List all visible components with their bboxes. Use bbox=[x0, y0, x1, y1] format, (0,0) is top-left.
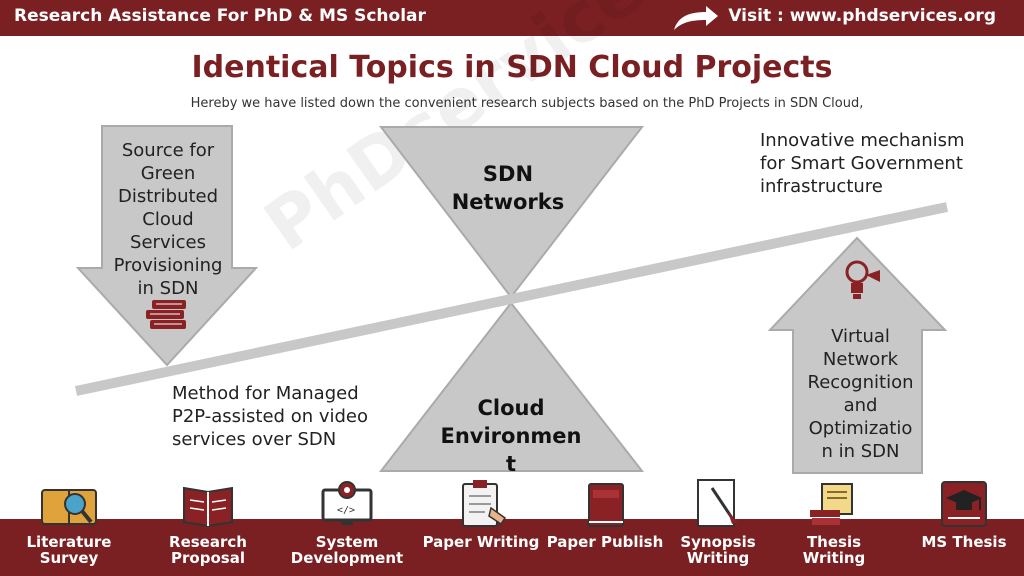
books-icon bbox=[146, 300, 186, 329]
curved-arrow-icon bbox=[674, 6, 718, 30]
footer-item-literature-survey[interactable]: Literature Survey bbox=[9, 478, 129, 566]
clipboard-hand-icon bbox=[451, 478, 511, 528]
footer-item-label: Research Proposal bbox=[169, 533, 247, 567]
footer-item-research-proposal[interactable]: Research Proposal bbox=[148, 478, 268, 566]
up-arrow-shape bbox=[767, 236, 948, 474]
footer-item-label: Synopsis Writing bbox=[680, 533, 756, 567]
scroll-books-icon bbox=[804, 478, 864, 528]
open-book-icon bbox=[178, 478, 238, 528]
lightbulb-icon bbox=[845, 260, 880, 299]
page-subtitle: Hereby we have listed down the convenien… bbox=[190, 96, 864, 111]
down-arrow-text: Source for Green Distributed Cloud Servi… bbox=[113, 140, 223, 299]
bottom-triangle-text: Cloud Environmen t bbox=[440, 396, 582, 476]
footer-item-label: Paper Writing bbox=[422, 533, 540, 551]
top-triangle-text: SDN Networks bbox=[451, 162, 565, 214]
footer-item-paper-writing[interactable]: Paper Writing bbox=[421, 478, 541, 550]
footer-item-ms-thesis[interactable]: MS Thesis bbox=[904, 478, 1024, 550]
closed-book-icon bbox=[575, 478, 635, 528]
down-arrow-shape bbox=[75, 125, 259, 367]
footer-item-label: Thesis Writing bbox=[802, 533, 866, 567]
magnifier-book-icon bbox=[39, 478, 99, 528]
footer-item-system-development[interactable]: </> System Development bbox=[287, 478, 407, 566]
footer-item-label: Literature Survey bbox=[26, 533, 112, 567]
footer-item-label: MS Thesis bbox=[921, 533, 1007, 551]
footer-bar bbox=[0, 519, 1024, 576]
pen-paper-icon bbox=[688, 478, 748, 528]
bottom-triangle-shape bbox=[378, 301, 645, 472]
bottom-left-topic: Method for Managed P2P-assisted on video… bbox=[172, 383, 369, 450]
monitor-gear-icon: </> bbox=[317, 478, 377, 528]
website-link[interactable]: Visit : www.phdservices.org bbox=[728, 6, 996, 26]
diagonal-divider bbox=[74, 202, 949, 396]
footer-item-paper-publish[interactable]: Paper Publish bbox=[545, 478, 665, 550]
footer-item-label: System Development bbox=[290, 533, 404, 567]
footer-item-thesis-writing[interactable]: Thesis Writing bbox=[774, 478, 894, 566]
top-banner: Research Assistance For PhD & MS Scholar… bbox=[0, 0, 1024, 36]
header-tagline: Research Assistance For PhD & MS Scholar bbox=[14, 6, 426, 26]
page-title: Identical Topics in SDN Cloud Projects bbox=[191, 50, 833, 85]
graduation-cap-icon bbox=[934, 478, 994, 528]
footer-item-synopsis-writing[interactable]: Synopsis Writing bbox=[658, 478, 778, 566]
footer-item-label: Paper Publish bbox=[546, 533, 664, 551]
top-triangle-shape bbox=[378, 126, 645, 299]
up-arrow-text: Virtual Network Recognition and Optimiza… bbox=[807, 326, 914, 462]
top-right-topic: Innovative mechanism for Smart Governmen… bbox=[760, 130, 965, 197]
svg-text:</>: </> bbox=[337, 505, 355, 516]
